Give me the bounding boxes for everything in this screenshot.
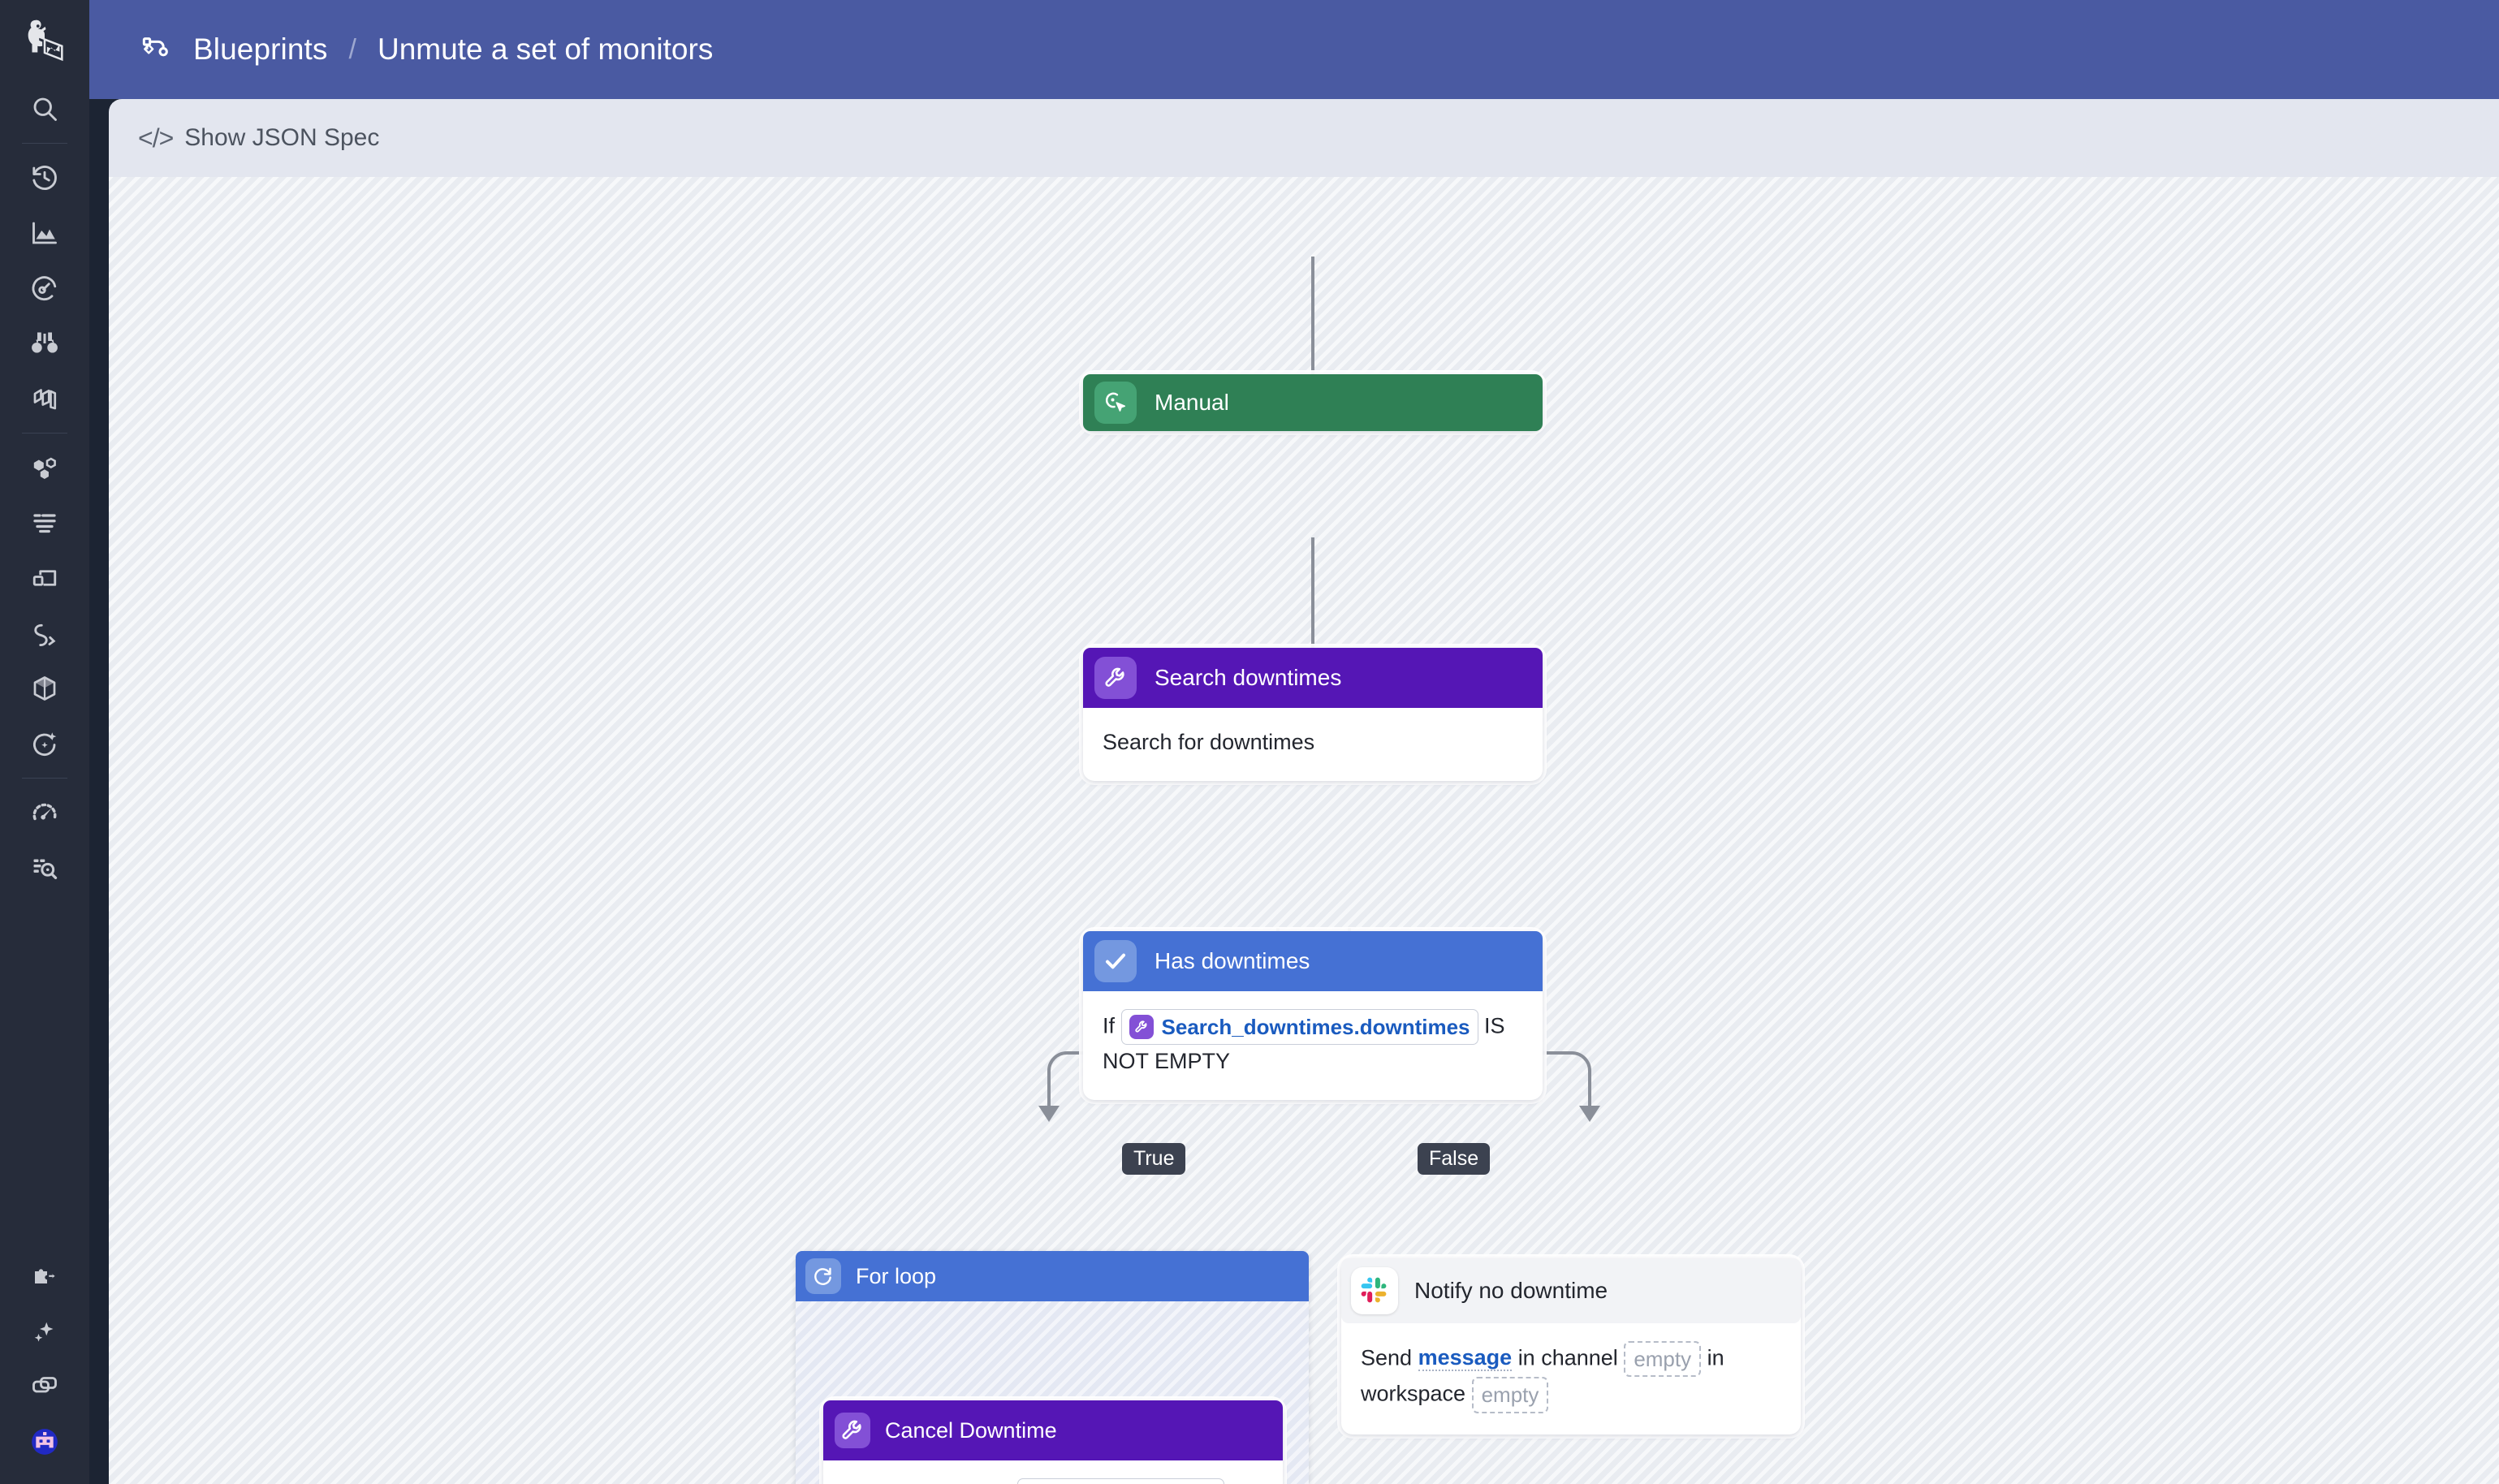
sidebar-item-magic[interactable] bbox=[0, 1304, 89, 1359]
condition-variable-label: Search_downtimes.downtimes bbox=[1161, 1015, 1470, 1039]
node-has-downtimes-body: If Search_downtimes.downtimes IS NOT EMP… bbox=[1083, 991, 1543, 1100]
containers-icon bbox=[30, 563, 59, 593]
speedometer-icon bbox=[30, 798, 59, 827]
condition-suffix: IS NOT EMPTY bbox=[1103, 1013, 1505, 1074]
sparkles-icon bbox=[30, 1317, 59, 1346]
history-clock-icon bbox=[30, 163, 59, 192]
puzzle-icon bbox=[30, 1262, 59, 1291]
sidebar-item-dashboards[interactable] bbox=[0, 205, 89, 261]
refresh-loop-icon bbox=[805, 1258, 841, 1294]
bits-robot-icon bbox=[28, 1426, 61, 1458]
node-has-downtimes-title: Has downtimes bbox=[1155, 948, 1310, 973]
notify-text-part2: in channel bbox=[1517, 1345, 1618, 1370]
node-notify-no-downtime[interactable]: Notify no downtime Send message in chann… bbox=[1341, 1258, 1801, 1434]
cancel-downtime-prefix: Cancel downtime bbox=[843, 1482, 1011, 1484]
sidebar-item-integrations[interactable] bbox=[0, 1249, 89, 1304]
sidebar-item-bits-ai[interactable] bbox=[0, 1414, 89, 1469]
node-has-downtimes[interactable]: Has downtimes If Search_downtimes.downti… bbox=[1083, 931, 1543, 1101]
sidebar-item-security[interactable] bbox=[0, 661, 89, 716]
notify-channel-empty-token[interactable]: empty bbox=[1624, 1341, 1702, 1378]
canvas-toolbar: </> Show JSON Spec bbox=[109, 99, 2499, 177]
node-notify-no-downtime-header[interactable]: Notify no downtime bbox=[1341, 1258, 1801, 1323]
branch-label-false: False bbox=[1418, 1143, 1491, 1175]
log-search-icon bbox=[30, 853, 59, 882]
node-for-loop-title: For loop bbox=[856, 1263, 937, 1288]
node-search-downtimes-title: Search downtimes bbox=[1155, 665, 1342, 690]
sidebar-item-history[interactable] bbox=[0, 150, 89, 205]
sparkle-circle-icon bbox=[30, 729, 59, 758]
sidebar-item-apm[interactable] bbox=[0, 371, 89, 426]
node-search-downtimes-header[interactable]: Search downtimes bbox=[1083, 648, 1543, 708]
hexagons-icon bbox=[30, 453, 59, 482]
node-for-loop[interactable]: For loop Cancel Downtime Cancel downtime… bbox=[796, 1251, 1309, 1484]
cursor-click-icon bbox=[1094, 382, 1137, 424]
node-cancel-downtime-header[interactable]: Cancel Downtime bbox=[823, 1400, 1283, 1460]
node-search-downtimes-body: Search for downtimes bbox=[1103, 730, 1315, 754]
workflow-graph-icon[interactable] bbox=[140, 33, 172, 66]
notify-text-part3: in workspace bbox=[1361, 1345, 1724, 1406]
breadcrumb: Blueprints / Unmute a set of monitors bbox=[89, 32, 713, 67]
compass-icon bbox=[30, 274, 59, 303]
node-cancel-downtime-title: Cancel Downtime bbox=[885, 1417, 1057, 1443]
node-notify-no-downtime-title: Notify no downtime bbox=[1414, 1278, 1608, 1303]
sidebar-item-containers[interactable] bbox=[0, 550, 89, 606]
sidebar-item-infrastructure[interactable] bbox=[0, 440, 89, 495]
sidebar-item-search[interactable] bbox=[0, 81, 89, 136]
node-manual-header[interactable]: Manual bbox=[1083, 374, 1543, 431]
show-json-spec-button[interactable]: </> Show JSON Spec bbox=[127, 117, 391, 160]
wrench-icon bbox=[835, 1413, 870, 1448]
node-manual-title: Manual bbox=[1155, 390, 1229, 415]
page-title: Unmute a set of monitors bbox=[377, 32, 714, 66]
sidebar-item-log-explorer[interactable] bbox=[0, 840, 89, 895]
notify-text-part1: Send bbox=[1361, 1345, 1413, 1370]
sidebar-item-explore[interactable] bbox=[0, 261, 89, 316]
sidebar-item-workflows[interactable] bbox=[0, 1359, 89, 1414]
node-notify-no-downtime-body: Send message in channel empty in workspa… bbox=[1341, 1323, 1801, 1434]
show-json-spec-label: Show JSON Spec bbox=[184, 124, 380, 151]
cube-shield-icon bbox=[30, 674, 59, 703]
sidebar-divider bbox=[22, 778, 67, 779]
sidebar-divider bbox=[22, 433, 67, 434]
wrench-icon bbox=[1129, 1015, 1154, 1040]
binoculars-icon bbox=[30, 329, 59, 358]
node-manual[interactable]: Manual bbox=[1083, 374, 1543, 431]
node-cancel-downtime[interactable]: Cancel Downtime Cancel downtime Current.… bbox=[823, 1400, 1283, 1484]
notify-workspace-empty-token[interactable]: empty bbox=[1471, 1377, 1549, 1413]
node-has-downtimes-header[interactable]: Has downtimes bbox=[1083, 931, 1543, 991]
sidebar-item-serverless[interactable] bbox=[0, 606, 89, 661]
layers-flow-icon bbox=[30, 384, 59, 413]
node-cancel-downtime-body: Cancel downtime Current.Value.uuid bbox=[823, 1460, 1283, 1484]
condition-prefix: If bbox=[1103, 1013, 1116, 1038]
sidebar-item-watchdog[interactable] bbox=[0, 316, 89, 371]
sidebar-divider bbox=[22, 143, 67, 144]
node-for-loop-header[interactable]: For loop bbox=[796, 1251, 1309, 1301]
cancel-downtime-token[interactable]: Current.Value.uuid bbox=[1016, 1478, 1224, 1484]
datadog-dog-logo-icon[interactable] bbox=[0, 0, 89, 81]
sidebar-item-ai-assist[interactable] bbox=[0, 716, 89, 771]
page-header: Blueprints / Unmute a set of monitors bbox=[89, 0, 2499, 99]
notify-message-link[interactable]: message bbox=[1418, 1345, 1513, 1372]
code-brackets-icon: </> bbox=[138, 123, 174, 153]
breadcrumb-separator: / bbox=[348, 33, 356, 65]
search-icon bbox=[30, 94, 59, 123]
wrench-icon bbox=[1094, 657, 1137, 699]
workflow-canvas[interactable]: True False Manual bbox=[109, 177, 2499, 1484]
area-chart-icon bbox=[30, 218, 59, 248]
slack-icon bbox=[1351, 1267, 1398, 1314]
condition-variable-token[interactable]: Search_downtimes.downtimes bbox=[1120, 1009, 1478, 1046]
node-search-downtimes[interactable]: Search downtimes Search for downtimes bbox=[1083, 648, 1543, 781]
breadcrumb-blueprints-link[interactable]: Blueprints bbox=[193, 32, 328, 66]
sidebar-item-performance[interactable] bbox=[0, 785, 89, 840]
left-sidebar bbox=[0, 0, 89, 1484]
checkmark-icon bbox=[1094, 940, 1137, 982]
link-loop-icon bbox=[30, 619, 59, 648]
sidebar-item-logs[interactable] bbox=[0, 495, 89, 550]
branch-label-true: True bbox=[1122, 1143, 1186, 1175]
windows-copy-icon bbox=[30, 1372, 59, 1401]
logs-lines-icon bbox=[30, 508, 59, 537]
